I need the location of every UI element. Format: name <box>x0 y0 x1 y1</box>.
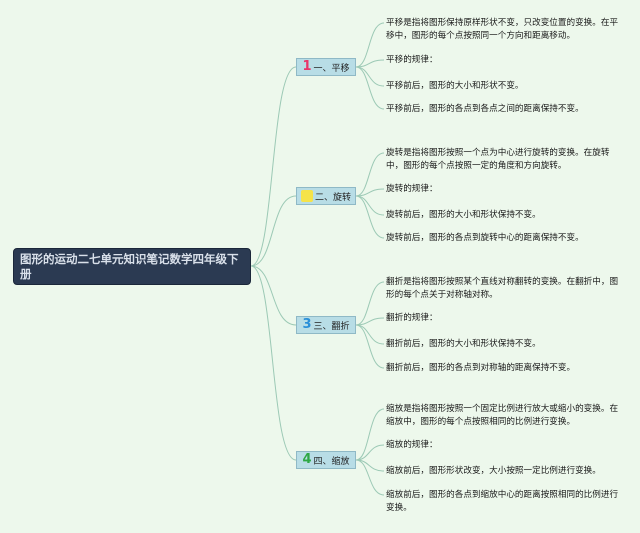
branch-label: 二、旋转 <box>314 192 351 203</box>
branch-topic[interactable]: 二、旋转 <box>296 187 356 205</box>
note-text: 旋转前后，图形的各点到旋转中心的距离保持不变。 <box>386 233 584 243</box>
branch-note-connector <box>355 408 385 461</box>
branch-note-connector <box>355 324 385 369</box>
note-text: 旋转的规律： <box>386 184 438 194</box>
number-4-icon: 4 <box>302 452 312 467</box>
branch-note-connector <box>355 22 385 68</box>
note-text: 缩放的规律： <box>386 440 438 450</box>
note-text: 缩放是指将图形按照一个固定比例进行放大或缩小的变换。在缩放中，图形的每个点按照相… <box>386 404 619 427</box>
branch-note-connector <box>355 66 385 110</box>
note-text: 翻折是指将图形按照某个直线对称翻转的变换。在翻折中，图形的每个点关于对称轴对称。 <box>386 277 619 300</box>
root-branch-connector <box>250 195 297 267</box>
number-1-icon: 1 <box>302 59 312 74</box>
branch-note-connector <box>355 195 385 216</box>
root-topic[interactable]: 图形的运动二七单元知识笔记数学四年级下册 <box>13 248 251 285</box>
note-text: 翻折的规律： <box>386 313 438 323</box>
root-topic-label: 图形的运动二七单元知识笔记数学四年级下册 <box>20 252 239 281</box>
branch-note-connector <box>355 152 385 197</box>
branch-note-connector <box>355 459 385 496</box>
branch-note-connector <box>355 195 385 239</box>
number-3-icon: 3 <box>302 317 312 332</box>
note-text: 翻折前后，图形的大小和形状保持不变。 <box>386 339 541 349</box>
branch-note-connector <box>355 324 385 345</box>
root-branch-connector <box>250 66 297 267</box>
note-text: 平移的规律： <box>386 55 438 65</box>
note-text: 缩放前后，图形形状改变，大小按照一定比例进行变换。 <box>386 466 601 476</box>
note-text: 旋转前后，图形的大小和形状保持不变。 <box>386 210 541 220</box>
note-text: 旋转是指将图形按照一个点为中心进行旋转的变换。在旋转中，图形的每个点按照一定的角… <box>386 148 610 171</box>
root-branch-connector <box>250 265 297 461</box>
note-text: 平移是指将图形保持原样形状不变，只改变位置的变换。在平移中，图形的每个点按照同一… <box>386 18 619 41</box>
branch-note-connector <box>355 66 385 87</box>
branch-note-connector <box>355 444 385 461</box>
branch-note-connector <box>355 317 385 326</box>
branch-label: 四、缩放 <box>313 456 350 467</box>
note-text: 平移前后，图形的各点到各点之间的距离保持不变。 <box>386 104 584 114</box>
branch-label: 一、平移 <box>313 63 350 74</box>
branch-note-connector <box>355 59 385 68</box>
note-text: 翻折前后，图形的各点到对称轴的距离保持不变。 <box>386 363 576 373</box>
branch-note-connector <box>355 281 385 326</box>
number-2-icon <box>300 190 313 202</box>
branch-note-connector <box>355 188 385 197</box>
root-branch-connector <box>250 265 297 326</box>
note-text: 缩放前后，图形的各点到缩放中心的距离按照相同的比例进行变换。 <box>386 490 619 513</box>
branch-label: 三、翻折 <box>313 321 350 332</box>
note-text: 平移前后，图形的大小和形状不变。 <box>386 81 524 91</box>
